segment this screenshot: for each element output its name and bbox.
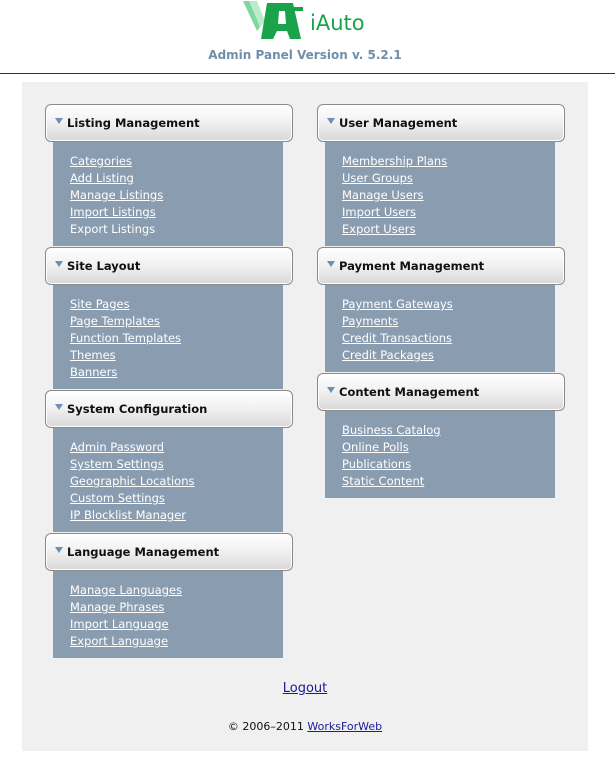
footer: © 2006–2011 WorksForWeb bbox=[22, 720, 588, 733]
logo-text: iAuto bbox=[310, 11, 365, 35]
iauto-logo-icon bbox=[243, 1, 305, 41]
section-header-language-management[interactable]: Language Management bbox=[45, 533, 293, 571]
collapse-arrow-icon bbox=[55, 261, 63, 267]
section-title: Site Layout bbox=[67, 259, 141, 273]
link-import-language[interactable]: Import Language bbox=[70, 617, 169, 631]
link-export-listings[interactable]: Export Listings bbox=[70, 222, 156, 236]
collapse-arrow-icon bbox=[327, 261, 335, 267]
link-publications[interactable]: Publications bbox=[342, 457, 412, 471]
copyright-text: © 2006–2011 bbox=[227, 720, 308, 733]
collapse-arrow-icon bbox=[327, 118, 335, 124]
link-credit-packages[interactable]: Credit Packages bbox=[342, 348, 434, 362]
section-title: User Management bbox=[339, 116, 458, 130]
link-function-templates[interactable]: Function Templates bbox=[70, 331, 182, 345]
admin-panel: Listing Management Categories Add Listin… bbox=[22, 82, 588, 751]
section-listing-management: Listing Management Categories Add Listin… bbox=[45, 104, 293, 246]
collapse-arrow-icon bbox=[327, 387, 335, 393]
section-title: Payment Management bbox=[339, 259, 485, 273]
version-label: Admin Panel Version v. 5.2.1 bbox=[208, 48, 402, 62]
section-site-layout: Site Layout Site Pages Page Templates Fu… bbox=[45, 247, 293, 389]
link-manage-phrases[interactable]: Manage Phrases bbox=[70, 600, 165, 614]
section-user-management: User Management Membership Plans User Gr… bbox=[317, 104, 565, 246]
section-title: Listing Management bbox=[67, 116, 200, 130]
link-online-polls[interactable]: Online Polls bbox=[342, 440, 409, 454]
link-business-catalog[interactable]: Business Catalog bbox=[342, 423, 441, 437]
section-content-management: Content Management Business Catalog Onli… bbox=[317, 373, 565, 498]
link-system-settings[interactable]: System Settings bbox=[70, 457, 164, 471]
section-header-listing-management[interactable]: Listing Management bbox=[45, 104, 293, 142]
link-export-users[interactable]: Export Users bbox=[342, 222, 416, 236]
section-language-management: Language Management Manage Languages Man… bbox=[45, 533, 293, 658]
section-links: Manage Languages Manage Phrases Import L… bbox=[53, 570, 283, 658]
link-export-language[interactable]: Export Language bbox=[70, 634, 169, 648]
section-header-content-management[interactable]: Content Management bbox=[317, 373, 565, 411]
section-header-system-configuration[interactable]: System Configuration bbox=[45, 390, 293, 428]
link-user-groups[interactable]: User Groups bbox=[342, 171, 413, 185]
section-links: Site Pages Page Templates Function Templ… bbox=[53, 284, 283, 389]
section-links: Membership Plans User Groups Manage User… bbox=[325, 141, 555, 246]
collapse-arrow-icon bbox=[55, 547, 63, 553]
link-page-templates[interactable]: Page Templates bbox=[70, 314, 160, 328]
section-header-payment-management[interactable]: Payment Management bbox=[317, 247, 565, 285]
collapse-arrow-icon bbox=[55, 404, 63, 410]
link-import-users[interactable]: Import Users bbox=[342, 205, 417, 219]
worksforweb-link[interactable]: WorksForWeb bbox=[307, 720, 383, 733]
section-links: Categories Add Listing Manage Listings I… bbox=[53, 141, 283, 246]
collapse-arrow-icon bbox=[55, 118, 63, 124]
section-system-configuration: System Configuration Admin Password Syst… bbox=[45, 390, 293, 532]
link-credit-transactions[interactable]: Credit Transactions bbox=[342, 331, 453, 345]
section-links: Admin Password System Settings Geographi… bbox=[53, 427, 283, 532]
link-manage-users[interactable]: Manage Users bbox=[342, 188, 424, 202]
logout-container: Logout bbox=[22, 681, 588, 696]
link-payments[interactable]: Payments bbox=[342, 314, 399, 328]
link-manage-languages[interactable]: Manage Languages bbox=[70, 583, 183, 597]
link-add-listing[interactable]: Add Listing bbox=[70, 171, 134, 185]
link-import-listings[interactable]: Import Listings bbox=[70, 205, 156, 219]
link-static-content[interactable]: Static Content bbox=[342, 474, 425, 488]
section-title: Language Management bbox=[67, 545, 220, 559]
link-site-pages[interactable]: Site Pages bbox=[70, 297, 130, 311]
link-payment-gateways[interactable]: Payment Gateways bbox=[342, 297, 453, 311]
link-themes[interactable]: Themes bbox=[70, 348, 116, 362]
section-links: Payment Gateways Payments Credit Transac… bbox=[325, 284, 555, 372]
link-geographic-locations[interactable]: Geographic Locations bbox=[70, 474, 195, 488]
section-title: System Configuration bbox=[67, 402, 208, 416]
section-header-user-management[interactable]: User Management bbox=[317, 104, 565, 142]
link-membership-plans[interactable]: Membership Plans bbox=[342, 154, 448, 168]
link-manage-listings[interactable]: Manage Listings bbox=[70, 188, 164, 202]
link-banners[interactable]: Banners bbox=[70, 365, 118, 379]
section-links: Business Catalog Online Polls Publicatio… bbox=[325, 410, 555, 498]
section-payment-management: Payment Management Payment Gateways Paym… bbox=[317, 247, 565, 372]
link-admin-password[interactable]: Admin Password bbox=[70, 440, 165, 454]
section-header-site-layout[interactable]: Site Layout bbox=[45, 247, 293, 285]
link-categories[interactable]: Categories bbox=[70, 154, 132, 168]
logout-link[interactable]: Logout bbox=[282, 681, 328, 696]
link-ip-blocklist-manager[interactable]: IP Blocklist Manager bbox=[70, 508, 187, 522]
header: iAuto Admin Panel Version v. 5.2.1 bbox=[0, 0, 615, 74]
link-custom-settings[interactable]: Custom Settings bbox=[70, 491, 165, 505]
section-title: Content Management bbox=[339, 385, 480, 399]
